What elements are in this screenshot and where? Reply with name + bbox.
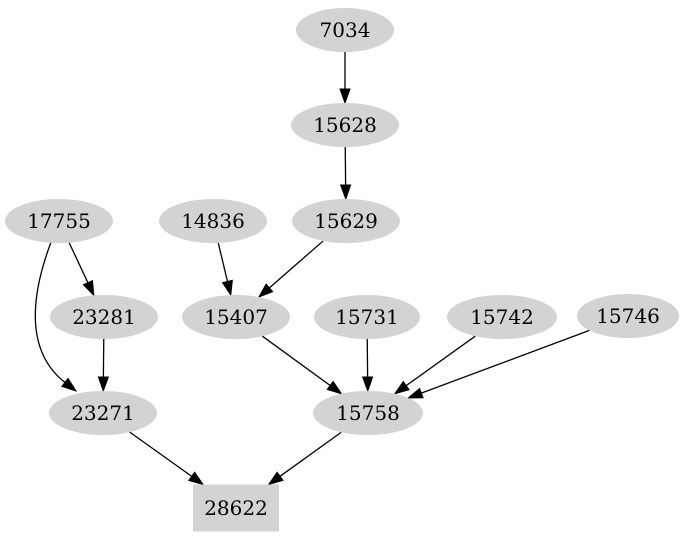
edge-17755-23271 <box>34 242 78 392</box>
node-label: 15758 <box>336 401 400 425</box>
node-7034: 7034 <box>296 8 394 52</box>
node-label: 15407 <box>204 305 268 329</box>
node-ellipse <box>159 199 267 243</box>
node-15742: 15742 <box>447 295 557 339</box>
node-14836: 14836 <box>159 199 267 243</box>
node-ellipse <box>292 199 400 243</box>
arrowhead-icon <box>267 471 284 486</box>
nodes-layer: 7034 15628 15629 17755 14836 23281 15407 15731 1… <box>5 8 679 532</box>
edge-line <box>68 242 89 283</box>
node-label: 15731 <box>335 305 399 329</box>
edge-line <box>34 242 66 383</box>
node-15407: 15407 <box>182 295 290 339</box>
node-ellipse <box>5 199 113 243</box>
edge-line <box>405 335 476 387</box>
edge-line <box>129 431 193 477</box>
node-ellipse <box>182 295 290 339</box>
edge-15407-15758 <box>262 335 343 395</box>
arrowhead-icon <box>361 376 374 393</box>
edge-line <box>279 431 342 477</box>
node-label: 15629 <box>314 209 378 233</box>
node-17755: 17755 <box>5 199 113 243</box>
edge-line <box>421 329 590 394</box>
edge-line <box>217 242 229 282</box>
node-15746: 15746 <box>577 294 679 338</box>
node-label: 15628 <box>313 113 377 137</box>
arrowhead-icon <box>97 376 110 393</box>
edge-15758-28622 <box>267 431 342 486</box>
arrowhead-icon <box>393 380 410 395</box>
edge-23281-23271 <box>97 338 110 393</box>
edge-7034-15628 <box>339 52 351 105</box>
arrowhead-icon <box>82 279 95 297</box>
node-ellipse <box>50 295 158 339</box>
node-label: 23271 <box>71 401 135 425</box>
node-15628: 15628 <box>291 103 399 147</box>
arrowhead-icon <box>406 387 424 399</box>
node-15629: 15629 <box>292 199 400 243</box>
arrowhead-icon <box>257 283 274 299</box>
edge-17755-23281 <box>68 242 95 297</box>
edge-15629-15407 <box>257 240 324 299</box>
node-label: 23281 <box>72 305 136 329</box>
arrowhead-icon <box>221 279 233 297</box>
node-28622: 28622 <box>193 484 279 532</box>
node-box <box>193 484 279 532</box>
node-15758: 15758 <box>313 391 423 435</box>
node-label: 14836 <box>181 209 245 233</box>
node-label: 17755 <box>27 209 91 233</box>
edge-line <box>268 240 324 289</box>
node-ellipse <box>49 391 157 435</box>
edge-14836-15407 <box>217 242 233 297</box>
node-ellipse <box>313 391 423 435</box>
edges-layer <box>34 52 590 486</box>
node-ellipse <box>577 294 679 338</box>
node-ellipse <box>291 103 399 147</box>
node-label: 7034 <box>320 18 371 42</box>
edge-23271-28622 <box>129 431 205 486</box>
edge-line <box>262 335 331 387</box>
edge-15628-15629 <box>339 146 352 201</box>
node-23271: 23271 <box>49 391 157 435</box>
node-label: 28622 <box>204 496 268 520</box>
arrowhead-icon <box>339 184 352 201</box>
node-label: 15742 <box>470 305 534 329</box>
node-ellipse <box>314 295 420 339</box>
arrowhead-icon <box>61 377 78 392</box>
node-ellipse <box>447 295 557 339</box>
arrowhead-icon <box>326 380 343 395</box>
node-23281: 23281 <box>50 295 158 339</box>
arrowhead-icon <box>187 471 205 486</box>
node-label: 15746 <box>596 304 660 328</box>
arrowhead-icon <box>339 88 351 105</box>
edge-15731-15758 <box>361 338 374 393</box>
edge-15746-15758 <box>406 329 590 399</box>
node-ellipse <box>296 8 394 52</box>
node-15731: 15731 <box>314 295 420 339</box>
edge-15742-15758 <box>393 335 476 395</box>
